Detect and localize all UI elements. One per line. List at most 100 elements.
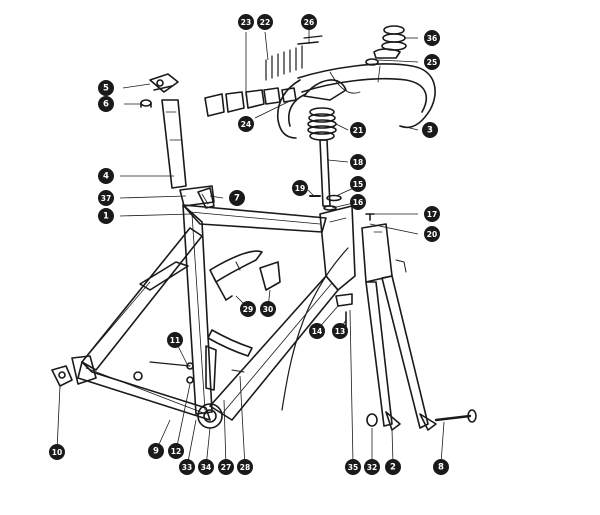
callout-badge <box>424 206 440 222</box>
callout-10: 10 <box>49 444 65 460</box>
callout-badge <box>260 301 276 317</box>
callout-4: 4 <box>98 168 114 184</box>
callout-21: 21 <box>350 122 366 138</box>
leader-lines <box>56 30 445 468</box>
seat-clamp <box>149 73 179 93</box>
callout-badge <box>98 208 114 224</box>
callout-badge <box>350 154 366 170</box>
callout-30: 30 <box>260 301 276 317</box>
fork <box>361 223 437 431</box>
callout-label: 24 <box>241 120 251 129</box>
callout-badge <box>292 180 308 196</box>
seatpost-wedge <box>197 187 215 209</box>
frame-main <box>71 185 356 429</box>
callout-badge <box>237 459 253 475</box>
callout-label: 6 <box>103 100 109 110</box>
callout-badge <box>168 443 184 459</box>
callout-6: 6 <box>98 96 114 112</box>
callout-33: 33 <box>179 459 195 475</box>
callout-22: 22 <box>257 14 273 30</box>
callout-badge <box>240 301 256 317</box>
callout-badge <box>433 459 449 475</box>
callout-badge <box>332 323 348 339</box>
callout-label: 14 <box>312 327 322 336</box>
callout-14: 14 <box>309 323 325 339</box>
callout-5: 5 <box>98 80 114 96</box>
callout-badge <box>98 190 114 206</box>
stem-top-spacers <box>365 25 407 66</box>
callout-badge <box>148 443 164 459</box>
callout-label: 29 <box>243 305 253 314</box>
callout-label: 28 <box>240 463 250 472</box>
callout-label: 30 <box>263 305 273 314</box>
callout-label: 26 <box>304 18 314 27</box>
callout-label: 15 <box>353 180 363 189</box>
callout-label: 27 <box>221 463 231 472</box>
callout-27: 27 <box>218 459 234 475</box>
headset-bearings <box>309 194 342 211</box>
callout-badge <box>345 459 361 475</box>
callout-badge <box>198 459 214 475</box>
brake-hose <box>281 247 349 411</box>
callout-label: 10 <box>52 448 62 457</box>
callout-badge <box>364 459 380 475</box>
callout-label: 33 <box>182 463 192 472</box>
callout-label: 8 <box>438 463 444 473</box>
callout-badge <box>309 323 325 339</box>
callout-badge <box>218 459 234 475</box>
callout-23: 23 <box>238 14 254 30</box>
callout-badge <box>229 190 245 206</box>
callout-label: 37 <box>101 194 111 203</box>
washer <box>366 413 378 427</box>
callout-9: 9 <box>148 443 164 459</box>
part-callouts: 1234567891011121314151617181920212223242… <box>49 14 449 475</box>
fork-wedge <box>335 293 353 327</box>
thru-axle <box>434 409 477 423</box>
callout-badge <box>238 116 254 132</box>
callout-8: 8 <box>433 459 449 475</box>
callout-label: 22 <box>260 18 270 27</box>
callout-label: 25 <box>427 58 437 67</box>
callout-26: 26 <box>301 14 317 30</box>
callout-badge <box>301 14 317 30</box>
di2-battery-mount <box>133 329 253 391</box>
seat-bolt <box>140 99 152 108</box>
callout-label: 5 <box>103 84 109 94</box>
callout-19: 19 <box>292 180 308 196</box>
seatpost <box>161 99 187 189</box>
callout-badge <box>350 176 366 192</box>
callout-label: 2 <box>390 463 396 473</box>
callout-label: 19 <box>295 184 305 193</box>
callout-25: 25 <box>424 54 440 70</box>
callout-17: 17 <box>424 206 440 222</box>
callout-badge <box>98 80 114 96</box>
callout-label: 7 <box>234 194 240 204</box>
stem-bolts <box>265 35 323 81</box>
callout-label: 12 <box>171 447 181 456</box>
callout-label: 35 <box>348 463 358 472</box>
handlebar <box>276 63 436 139</box>
callout-label: 13 <box>335 327 345 336</box>
callout-7: 7 <box>229 190 245 206</box>
stem-covers <box>204 79 347 117</box>
callout-35: 35 <box>345 459 361 475</box>
headset-spacers <box>307 107 337 141</box>
callout-11: 11 <box>167 332 183 348</box>
callout-18: 18 <box>350 154 366 170</box>
callout-15: 15 <box>350 176 366 192</box>
fork-bolt <box>365 213 375 221</box>
callout-badge <box>167 332 183 348</box>
callout-label: 1 <box>103 212 109 222</box>
callout-label: 20 <box>427 230 437 239</box>
callout-34: 34 <box>198 459 214 475</box>
callout-label: 36 <box>427 34 437 43</box>
callout-badge <box>424 54 440 70</box>
derailleur-hanger <box>51 365 73 387</box>
callout-badge <box>424 226 440 242</box>
callout-36: 36 <box>424 30 440 46</box>
callout-28: 28 <box>237 459 253 475</box>
callout-3: 3 <box>422 122 438 138</box>
callout-29: 29 <box>240 301 256 317</box>
callout-label: 23 <box>241 18 251 27</box>
